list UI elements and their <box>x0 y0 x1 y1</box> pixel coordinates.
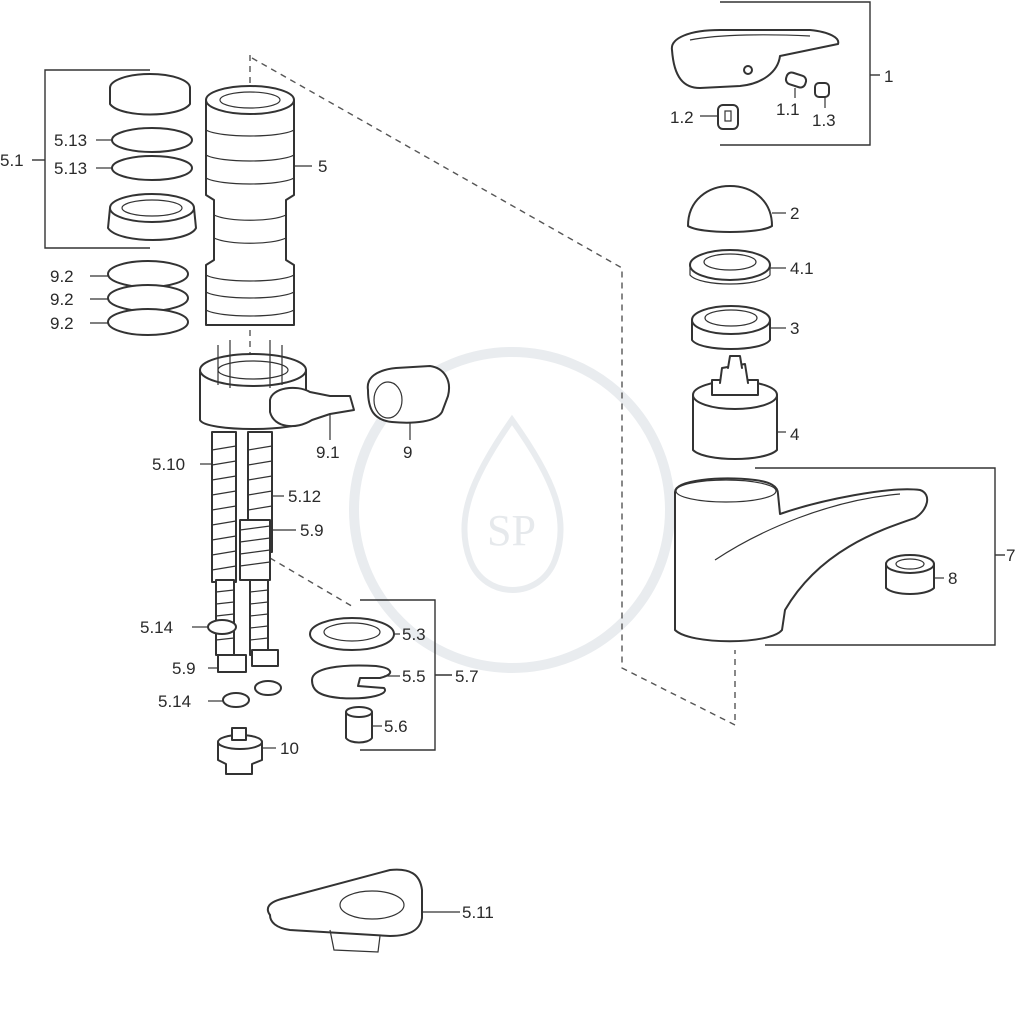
label-5-9-b: 5.9 <box>172 659 196 678</box>
dome-cover <box>687 185 773 233</box>
label-5-9-a: 5.9 <box>300 521 324 540</box>
label-5-6: 5.6 <box>384 717 408 736</box>
valve-body <box>199 340 355 430</box>
label-1-2: 1.2 <box>670 108 694 127</box>
label-9: 9 <box>403 443 412 462</box>
leader-lines <box>90 88 944 913</box>
mixer-body <box>674 477 929 643</box>
label-9-2-a: 9.2 <box>50 267 74 286</box>
bushing-5-6 <box>345 706 373 744</box>
part-labels: 1 1.1 1.2 1.3 2 4.1 3 4 7 8 5.1 5.13 5.1… <box>0 67 1015 922</box>
label-9-2-b: 9.2 <box>50 290 74 309</box>
label-2: 2 <box>790 204 799 223</box>
o-rings-9-2 <box>107 260 189 336</box>
label-5-3: 5.3 <box>402 625 426 644</box>
label-1-1: 1.1 <box>776 100 800 119</box>
washers-5-14 <box>207 619 282 708</box>
label-1: 1 <box>884 67 893 86</box>
watermark-text: SP <box>487 506 536 555</box>
thermostatic-cartridge <box>205 85 295 326</box>
check-valve-9 <box>366 365 450 424</box>
label-3: 3 <box>790 319 799 338</box>
label-9-2-c: 9.2 <box>50 314 74 333</box>
gasket-5-11 <box>266 868 423 953</box>
label-5-10: 5.10 <box>152 455 185 474</box>
aerator <box>885 554 935 595</box>
cup-5-1 <box>107 193 197 241</box>
nuts-5-9 <box>217 649 279 673</box>
label-5-7: 5.7 <box>455 667 479 686</box>
ring-5-1-top <box>109 73 191 116</box>
label-7: 7 <box>1006 546 1015 565</box>
label-5-1: 5.1 <box>0 151 24 170</box>
label-5-14-b: 5.14 <box>158 692 191 711</box>
handle-cap <box>814 82 830 98</box>
mixer-cartridge <box>692 355 778 460</box>
handle-screw <box>717 104 739 130</box>
label-10: 10 <box>280 739 299 758</box>
label-5-5: 5.5 <box>402 667 426 686</box>
clip-5-5 <box>311 664 391 700</box>
spring-5-9 <box>239 519 271 581</box>
label-5-14-a: 5.14 <box>140 618 173 637</box>
group-brackets <box>32 1 1005 751</box>
label-1-3: 1.3 <box>812 111 836 130</box>
label-8: 8 <box>948 569 957 588</box>
label-4-1: 4.1 <box>790 259 814 278</box>
label-5: 5 <box>318 157 327 176</box>
label-5-12: 5.12 <box>288 487 321 506</box>
spring-rod-5-10 <box>211 431 237 583</box>
plug-10 <box>217 727 263 775</box>
handle-pin <box>784 71 808 89</box>
label-9-1: 9.1 <box>316 443 340 462</box>
watermark: SP <box>349 347 675 673</box>
cartridge-nut <box>691 305 771 350</box>
label-5-13-a: 5.13 <box>54 131 87 150</box>
label-4: 4 <box>790 425 799 444</box>
lever-handle <box>670 29 840 89</box>
label-5-11: 5.11 <box>462 903 494 922</box>
label-5-13-b: 5.13 <box>54 159 87 178</box>
cartridge-ring <box>689 249 771 285</box>
o-ring-5-13 <box>111 127 193 181</box>
washer-5-3 <box>309 617 395 651</box>
screw-rods <box>215 579 269 656</box>
